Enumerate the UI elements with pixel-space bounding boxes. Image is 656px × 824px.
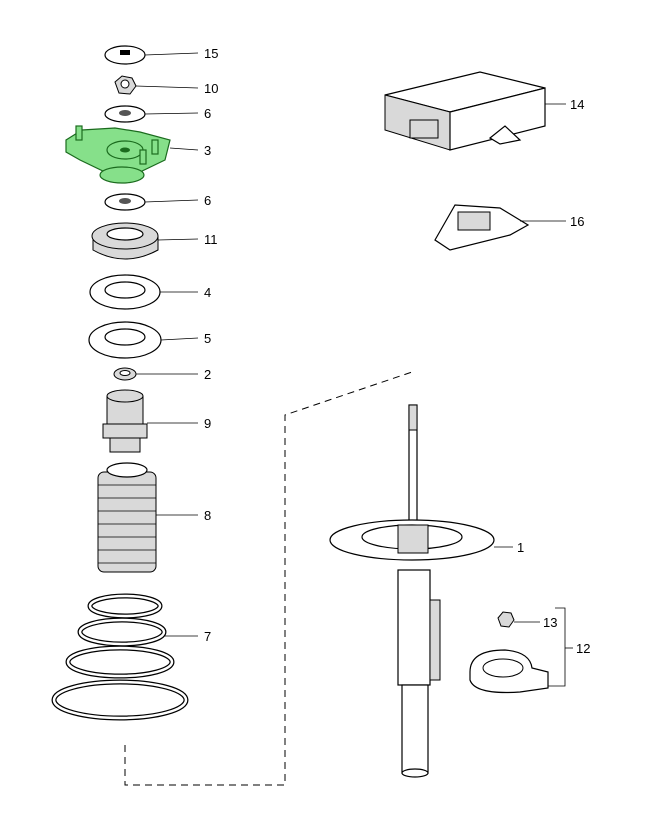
callout-5: 5 [204, 331, 211, 346]
callout-6-lower: 6 [204, 193, 211, 208]
part-15-cap[interactable] [104, 45, 146, 65]
part-5-spring-seat[interactable] [88, 321, 162, 359]
callout-15: 15 [204, 46, 218, 61]
part-14-control-unit[interactable] [384, 71, 546, 151]
callout-4: 4 [204, 285, 211, 300]
part-10-nut[interactable] [114, 75, 137, 95]
part-13-nut[interactable] [497, 611, 515, 628]
assembly-dashed-line [124, 371, 413, 786]
callout-16: 16 [570, 214, 584, 229]
callout-8: 8 [204, 508, 211, 523]
callout-3: 3 [204, 143, 211, 158]
part-4-spring-seat[interactable] [89, 274, 161, 310]
callout-9: 9 [204, 416, 211, 431]
callout-2: 2 [204, 367, 211, 382]
part-3-top-mount[interactable] [65, 125, 171, 184]
part-1-strut[interactable] [329, 404, 495, 778]
callout-7: 7 [204, 629, 211, 644]
part-6-washer-lower[interactable] [104, 193, 146, 211]
callout-12: 12 [576, 641, 590, 656]
part-6-washer-upper[interactable] [104, 105, 146, 123]
callout-10: 10 [204, 81, 218, 96]
callout-1: 1 [517, 540, 524, 555]
part-12-clamp[interactable] [469, 649, 549, 694]
part-16-bracket[interactable] [434, 204, 530, 251]
part-11-bearing[interactable] [91, 222, 159, 260]
part-9-bump-stop[interactable] [102, 389, 148, 453]
callout-6-upper: 6 [204, 106, 211, 121]
part-2-ring[interactable] [113, 367, 137, 381]
part-8-dust-boot[interactable] [97, 462, 157, 573]
part-7-coil-spring[interactable] [51, 593, 189, 721]
callout-11: 11 [204, 232, 218, 247]
callout-13: 13 [543, 615, 557, 630]
callout-14: 14 [570, 97, 584, 112]
